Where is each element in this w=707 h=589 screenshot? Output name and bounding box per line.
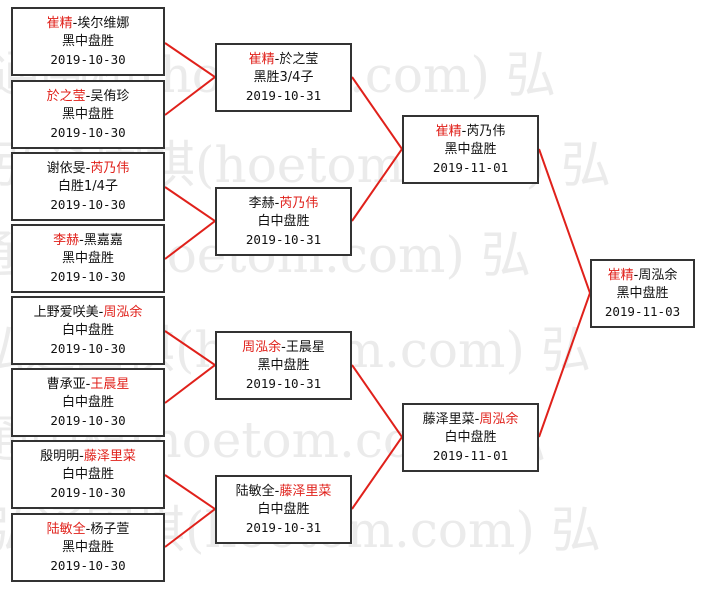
player-1: 曹承亚 xyxy=(46,377,86,392)
connector-r1-2 xyxy=(164,186,217,260)
match-r3-1: 崔精-芮乃伟 黑中盘胜 2019-11-01 xyxy=(402,115,539,184)
player-1: 上野爱咲美 xyxy=(33,305,99,320)
result: 白中盘胜 xyxy=(444,430,497,445)
match-r1-1: 崔精-埃尔维娜 黑中盘胜 2019-10-30 xyxy=(11,7,165,76)
result: 黑中盘胜 xyxy=(61,540,114,555)
player-2: 芮乃伟 xyxy=(466,124,506,139)
connector-r2-1 xyxy=(351,76,404,222)
match-r1-4: 李赫-黑嘉嘉 黑中盘胜 2019-10-30 xyxy=(11,224,165,293)
player-2: 吴侑珍 xyxy=(90,89,130,104)
players: 陆敏全-藤泽里菜 xyxy=(235,484,332,499)
players: 崔精-於之莹 xyxy=(248,52,319,67)
result: 黑胜3/4子 xyxy=(253,70,314,85)
date: 2019-10-30 xyxy=(50,125,126,140)
match-r1-8: 陆敏全-杨子萱 黑中盘胜 2019-10-30 xyxy=(11,513,165,582)
player-2: 杨子萱 xyxy=(90,522,130,537)
match-final: 崔精-周泓余 黑中盘胜 2019-11-03 xyxy=(590,259,695,328)
players: 崔精-埃尔维娜 xyxy=(46,16,130,31)
players: 陆敏全-杨子萱 xyxy=(46,522,130,537)
match-r1-6: 曹承亚-王晨星 白中盘胜 2019-10-30 xyxy=(11,368,165,437)
date: 2019-10-30 xyxy=(50,269,126,284)
player-1: 崔精 xyxy=(248,52,275,67)
match-r2-4: 陆敏全-藤泽里菜 白中盘胜 2019-10-31 xyxy=(215,475,352,544)
result: 白胜1/4子 xyxy=(58,179,118,194)
result: 白中盘胜 xyxy=(61,323,114,338)
result: 黑中盘胜 xyxy=(616,286,669,301)
players: 上野爱咲美-周泓余 xyxy=(33,305,143,320)
player-2: 周泓余 xyxy=(638,268,678,283)
date: 2019-10-30 xyxy=(50,52,126,67)
result: 黑中盘胜 xyxy=(444,142,497,157)
match-r1-3: 谢依旻-芮乃伟 白胜1/4子 2019-10-30 xyxy=(11,152,165,221)
date: 2019-10-31 xyxy=(245,232,322,247)
date: 2019-10-31 xyxy=(245,376,322,391)
match-r1-2: 於之莹-吴侑珍 黑中盘胜 2019-10-30 xyxy=(11,80,165,149)
result: 黑中盘胜 xyxy=(61,34,114,49)
players: 谢依旻-芮乃伟 xyxy=(46,161,130,176)
player-2: 芮乃伟 xyxy=(90,161,130,176)
player-2: 藤泽里菜 xyxy=(83,449,136,464)
player-1: 陆敏全 xyxy=(46,522,86,537)
player-2: 埃尔维娜 xyxy=(77,16,130,31)
player-1: 崔精 xyxy=(435,124,462,139)
date: 2019-10-30 xyxy=(50,558,126,573)
players: 曹承亚-王晨星 xyxy=(46,377,130,392)
match-r1-7: 殷明明-藤泽里菜 白中盘胜 2019-10-30 xyxy=(11,440,165,509)
match-r3-2: 藤泽里菜-周泓余 白中盘胜 2019-11-01 xyxy=(402,403,539,472)
connector-r1-1 xyxy=(164,42,217,116)
date: 2019-11-03 xyxy=(604,304,681,319)
result: 白中盘胜 xyxy=(61,467,114,482)
date: 2019-10-30 xyxy=(50,197,126,212)
player-2: 芮乃伟 xyxy=(279,196,319,211)
date: 2019-10-30 xyxy=(50,413,126,428)
connector-r1-4 xyxy=(164,474,217,548)
match-r2-3: 周泓余-王晨星 黑中盘胜 2019-10-31 xyxy=(215,331,352,400)
players: 崔精-芮乃伟 xyxy=(435,124,506,139)
connector-r1-3 xyxy=(164,330,217,404)
players: 李赫-芮乃伟 xyxy=(248,196,319,211)
result: 黑中盘胜 xyxy=(61,251,114,266)
player-1: 周泓余 xyxy=(242,340,282,355)
player-2: 周泓余 xyxy=(103,305,143,320)
players: 李赫-黑嘉嘉 xyxy=(53,233,123,248)
connector-r2-2 xyxy=(351,364,404,510)
players: 周泓余-王晨星 xyxy=(242,340,325,355)
result: 黑中盘胜 xyxy=(61,107,114,122)
date: 2019-11-01 xyxy=(432,448,509,463)
player-2: 王晨星 xyxy=(90,377,130,392)
match-r2-1: 崔精-於之莹 黑胜3/4子 2019-10-31 xyxy=(215,43,352,112)
match-r1-5: 上野爱咲美-周泓余 白中盘胜 2019-10-30 xyxy=(11,296,165,365)
date: 2019-10-30 xyxy=(50,485,126,500)
players: 藤泽里菜-周泓余 xyxy=(422,412,519,427)
players: 崔精-周泓余 xyxy=(607,268,678,283)
player-1: 殷明明 xyxy=(40,449,80,464)
player-2: 黑嘉嘉 xyxy=(83,233,123,248)
player-1: 陆敏全 xyxy=(235,484,275,499)
result: 黑中盘胜 xyxy=(257,358,310,373)
date: 2019-11-01 xyxy=(432,160,509,175)
player-2: 於之莹 xyxy=(279,52,319,67)
result: 白中盘胜 xyxy=(257,502,310,517)
players: 於之莹-吴侑珍 xyxy=(46,89,130,104)
player-1: 崔精 xyxy=(46,16,73,31)
result: 白中盘胜 xyxy=(61,395,114,410)
result: 白中盘胜 xyxy=(257,214,310,229)
player-1: 於之莹 xyxy=(46,89,86,104)
player-1: 谢依旻 xyxy=(46,161,86,176)
date: 2019-10-31 xyxy=(245,88,322,103)
connector-r3-1 xyxy=(538,148,592,438)
player-1: 李赫 xyxy=(248,196,275,211)
match-r2-2: 李赫-芮乃伟 白中盘胜 2019-10-31 xyxy=(215,187,352,256)
player-1: 李赫 xyxy=(53,233,80,248)
date: 2019-10-30 xyxy=(50,341,126,356)
date: 2019-10-31 xyxy=(245,520,322,535)
player-1: 崔精 xyxy=(607,268,634,283)
players: 殷明明-藤泽里菜 xyxy=(40,449,136,464)
player-2: 藤泽里菜 xyxy=(279,484,332,499)
player-2: 王晨星 xyxy=(285,340,325,355)
player-2: 周泓余 xyxy=(479,412,519,427)
player-1: 藤泽里菜 xyxy=(422,412,475,427)
